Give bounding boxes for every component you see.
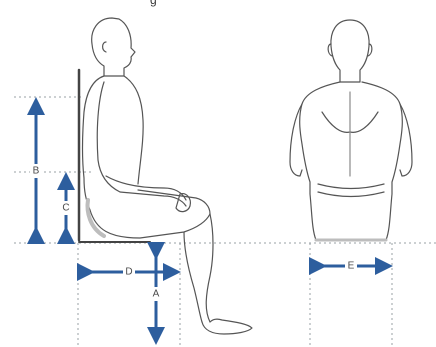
side-forearm (106, 176, 186, 200)
back-view-figure (290, 20, 412, 240)
side-calf (184, 232, 202, 322)
label-e: E (348, 261, 355, 272)
back-waist-2 (318, 192, 384, 197)
label-a: A (153, 289, 160, 300)
side-shin-front (206, 214, 213, 322)
back-waist (318, 184, 384, 189)
label-b: B (33, 166, 40, 177)
back-head (331, 20, 369, 82)
label-c: C (62, 203, 69, 214)
side-ear (103, 42, 106, 52)
measurement-arrows (36, 106, 384, 336)
side-thigh (90, 210, 210, 238)
side-thigh-top (138, 190, 210, 214)
side-chest (124, 76, 143, 184)
back-torso (300, 82, 403, 240)
side-head (92, 18, 135, 76)
side-view-figure (79, 18, 252, 334)
label-d: D (125, 267, 132, 278)
guide-lines (14, 97, 436, 347)
side-shading (88, 200, 104, 236)
